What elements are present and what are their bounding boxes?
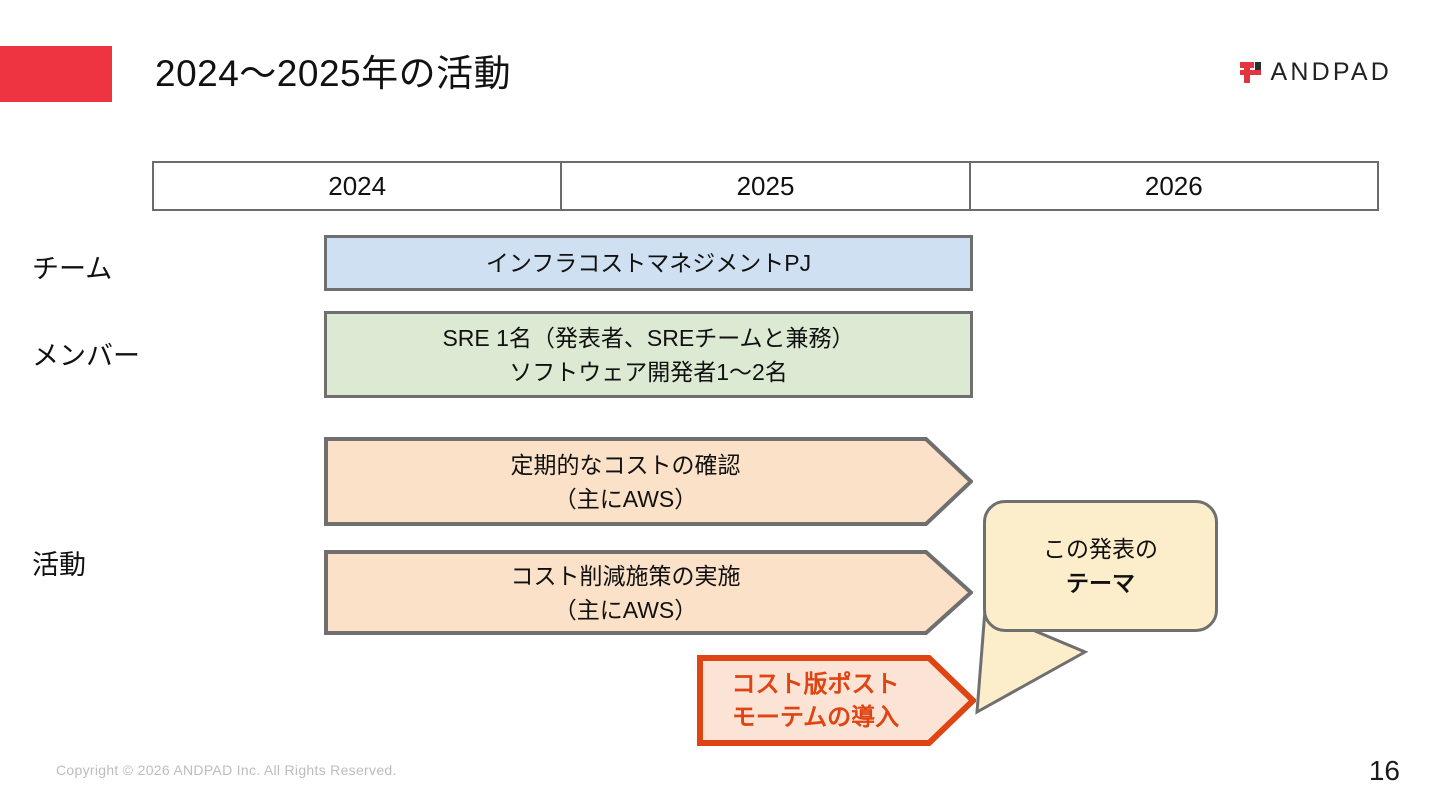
year-cell-2026: 2026 xyxy=(1144,170,1203,201)
arrow1-line1: 定期的なコストの確認 xyxy=(510,451,741,478)
page-title: 2024〜2025年の活動 xyxy=(155,53,512,94)
bar-team-label: インフラコストマネジメントPJ xyxy=(485,250,812,276)
year-cell-2024: 2024 xyxy=(154,163,563,209)
highlight-arrow-line1: コスト版ポスト xyxy=(731,670,900,698)
row-label-team: チーム xyxy=(32,254,113,284)
page-number: 16 xyxy=(1368,755,1400,786)
arrow2-line1: コスト削減施策の実施 xyxy=(510,562,741,589)
bar-member-composition: SRE 1名（発表者、SREチームと兼務） ソフトウェア開発者1〜2名 xyxy=(324,311,973,398)
andpad-logo: ANDPAD xyxy=(1240,58,1392,86)
bar-member-line2: ソフトウェア開発者1〜2名 xyxy=(509,358,788,385)
highlight-arrow-line2: モーテムの導入 xyxy=(731,703,900,731)
bar-member-line1: SRE 1名（発表者、SREチームと兼務） xyxy=(442,324,855,351)
year-cell-2025: 2025 xyxy=(562,163,971,209)
footer-copyright: Copyright © 2026 ANDPAD Inc. All Rights … xyxy=(56,762,397,778)
arrow-cost-reduction-measures: コスト削減施策の実施 （主にAWS） xyxy=(324,550,973,635)
header-accent-block xyxy=(0,46,112,102)
chevron-shape-icon xyxy=(697,655,976,746)
arrow-regular-cost-check: 定期的なコストの確認 （主にAWS） xyxy=(324,437,973,526)
timeline-year-header: 2024 2025 2026 xyxy=(152,161,1379,211)
arrow2-line2: （主にAWS） xyxy=(553,596,698,623)
andpad-mark-icon xyxy=(1240,61,1262,83)
arrow-cost-postmortem-highlight: コスト版ポスト モーテムの導入 xyxy=(697,655,976,746)
callout-line1: この発表の xyxy=(1043,536,1158,562)
arrow1-line2: （主にAWS） xyxy=(553,485,698,512)
chevron-shape-icon xyxy=(324,550,973,635)
bar-team-project: インフラコストマネジメントPJ xyxy=(324,235,973,291)
row-label-member: メンバー xyxy=(32,341,140,371)
chevron-shape-icon xyxy=(324,437,973,526)
callout-line2: テーマ xyxy=(1066,570,1135,596)
callout-presentation-theme: この発表の テーマ xyxy=(983,500,1218,632)
row-label-activity: 活動 xyxy=(32,550,86,580)
andpad-wordmark: ANDPAD xyxy=(1270,57,1392,86)
